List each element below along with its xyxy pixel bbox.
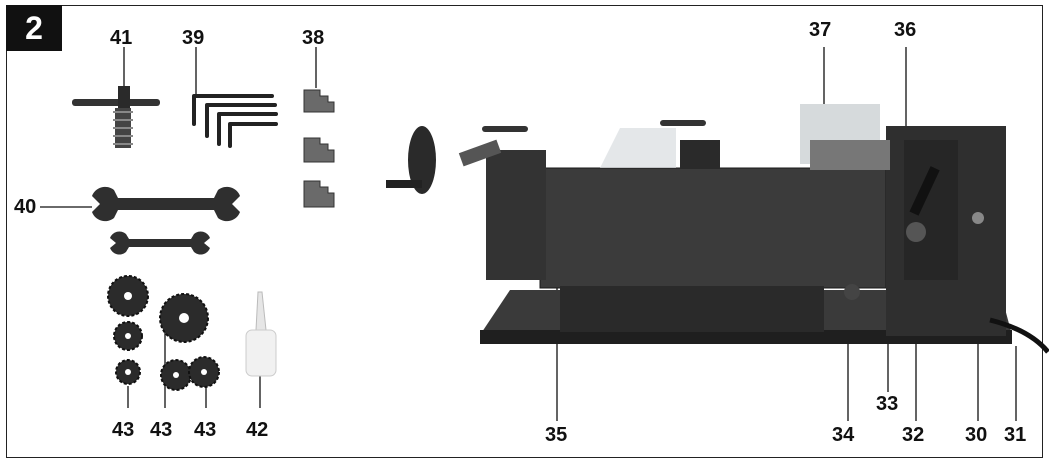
chuck-key-icon (72, 86, 160, 148)
callout-35: 35 (545, 424, 568, 446)
callout-38: 38 (302, 27, 325, 49)
oil-can-icon (245, 291, 277, 377)
callout-42: 42 (246, 419, 269, 441)
callout-40: 40 (14, 196, 37, 218)
callout-41: 41 (110, 27, 133, 49)
callout-30: 30 (965, 424, 988, 446)
callout-33: 33 (876, 393, 899, 415)
callout-36: 36 (894, 19, 917, 41)
callout-39: 39 (182, 27, 205, 49)
callout-34: 34 (832, 424, 855, 446)
figure-frame (6, 5, 1043, 458)
callout-31: 31 (1004, 424, 1027, 446)
chuck-jaws-icon (303, 89, 335, 208)
callout-37: 37 (809, 19, 832, 41)
figure-number-badge: 2 (6, 5, 62, 51)
spanners-icon (92, 186, 240, 255)
callout-43-c: 43 (194, 419, 217, 441)
callout-43-a: 43 (112, 419, 135, 441)
hex-keys-icon (192, 94, 278, 148)
callout-43-b: 43 (150, 419, 173, 441)
lathe-machine-icon (386, 104, 1049, 354)
callout-32: 32 (902, 424, 925, 446)
